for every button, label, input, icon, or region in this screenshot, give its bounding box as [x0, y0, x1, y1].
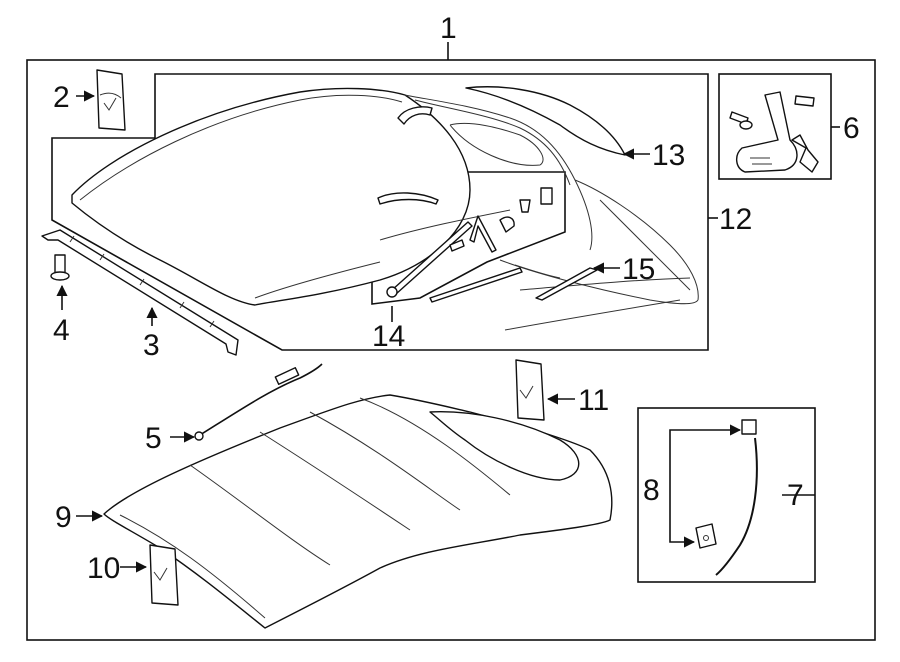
- rail-part-3: [41, 229, 239, 356]
- hardtop-assembly-box: [51, 73, 709, 351]
- label-pad-part-10: [149, 544, 179, 606]
- leader-lines: [56, 90, 840, 573]
- label-pad-part-2: [96, 69, 126, 131]
- inset-box: [371, 171, 566, 305]
- bolt-part-4: [50, 254, 70, 281]
- seal-part-7: [695, 419, 758, 576]
- callout-labels: 1 2 3 4 5 6 7 8 9 10 11 12 13 14 15: [53, 12, 860, 585]
- callout-11: 11: [578, 384, 609, 417]
- hardtop-panel: [71, 87, 471, 306]
- label-pad-part-11: [515, 359, 545, 421]
- callout-1: 1: [440, 12, 457, 45]
- main-frame: [26, 42, 876, 641]
- cable-part-5: [194, 363, 323, 441]
- callout-12: 12: [719, 203, 752, 236]
- glass-part-13: [465, 86, 626, 156]
- callout-3: 3: [143, 329, 160, 362]
- callout-4: 4: [53, 314, 70, 347]
- callout-6: 6: [843, 112, 860, 145]
- callout-9: 9: [55, 501, 72, 534]
- softtop-part-9: [103, 394, 613, 629]
- window-frame: [404, 94, 699, 331]
- callout-15: 15: [622, 253, 655, 286]
- callout-2: 2: [53, 81, 70, 114]
- callout-7: 7: [787, 479, 804, 512]
- callout-14: 14: [372, 320, 405, 353]
- callout-5: 5: [145, 422, 162, 455]
- callout-8: 8: [643, 474, 660, 507]
- callout-10: 10: [87, 552, 120, 585]
- hinge-part-6: [729, 91, 819, 173]
- strip-part-15: [514, 264, 598, 301]
- inset-details: [377, 187, 553, 303]
- callout-13: 13: [652, 139, 685, 172]
